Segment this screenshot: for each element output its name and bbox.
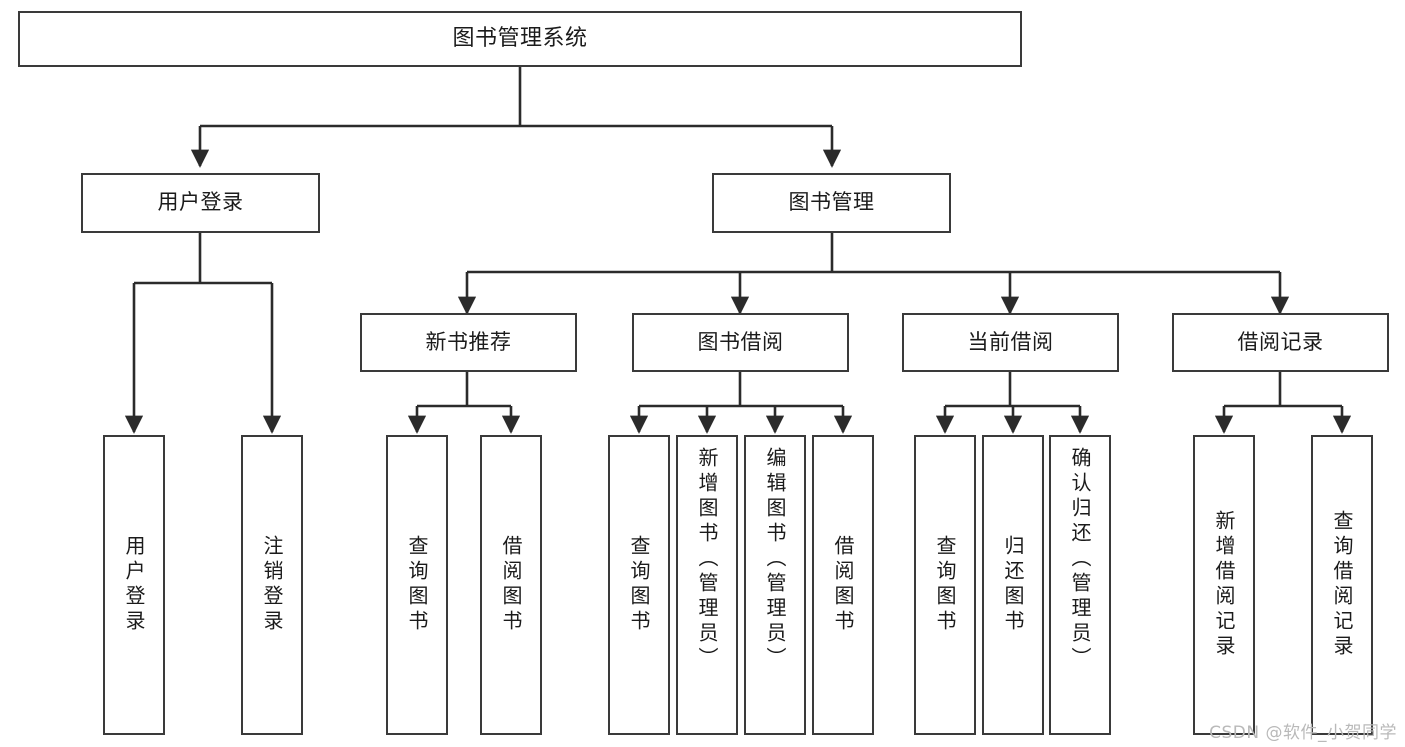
node-label: 借阅图书 [831,535,855,635]
node-book-borrow[interactable]: 图书借阅 [632,313,849,372]
leaf-user-login-login[interactable]: 用户登录 [103,435,165,735]
node-label: 当前借阅 [967,329,1054,354]
node-label: 查询图书 [933,535,957,635]
node-label: 借阅记录 [1237,329,1324,354]
watermark-text: CSDN @软件_小贺同学 [1209,723,1397,743]
node-label: 查询图书 [405,535,429,635]
node-label: 借阅图书 [499,535,523,635]
leaf-book-borrow-borrow[interactable]: 借阅图书 [812,435,874,735]
node-label: 用户登录 [122,535,146,635]
leaf-new-book-query[interactable]: 查询图书 [386,435,448,735]
leaf-current-borrow-query[interactable]: 查询图书 [914,435,976,735]
node-label: 查询图书 [627,535,651,635]
node-label: 注销登录 [260,535,284,635]
node-label: 图书管理 [788,190,875,215]
leaf-borrow-record-query[interactable]: 查询借阅记录 [1311,435,1373,735]
leaf-book-borrow-edit-admin[interactable]: 编辑图书（管理员） [744,435,806,735]
node-label: 查询借阅记录 [1330,510,1354,660]
node-label: 编辑图书（管理员） [763,447,787,672]
node-root-system[interactable]: 图书管理系统 [18,11,1022,67]
leaf-new-book-borrow[interactable]: 借阅图书 [480,435,542,735]
node-label: 新增借阅记录 [1212,510,1236,660]
node-user-login[interactable]: 用户登录 [81,173,320,233]
leaf-borrow-record-add[interactable]: 新增借阅记录 [1193,435,1255,735]
node-label: 新书推荐 [425,329,512,354]
node-current-borrow[interactable]: 当前借阅 [902,313,1119,372]
node-label: 确认归还（管理员） [1068,447,1092,672]
node-label: 新增图书（管理员） [695,447,719,672]
node-borrow-record[interactable]: 借阅记录 [1172,313,1389,372]
node-label: 归还图书 [1001,535,1025,635]
node-book-management[interactable]: 图书管理 [712,173,951,233]
node-label: 用户登录 [157,190,244,215]
node-label: 图书管理系统 [452,25,588,51]
node-label: 图书借阅 [697,329,784,354]
leaf-user-login-logout[interactable]: 注销登录 [241,435,303,735]
leaf-current-borrow-return[interactable]: 归还图书 [982,435,1044,735]
node-new-book-recommend[interactable]: 新书推荐 [360,313,577,372]
leaf-book-borrow-query[interactable]: 查询图书 [608,435,670,735]
leaf-book-borrow-add-admin[interactable]: 新增图书（管理员） [676,435,738,735]
leaf-current-borrow-confirm-admin[interactable]: 确认归还（管理员） [1049,435,1111,735]
